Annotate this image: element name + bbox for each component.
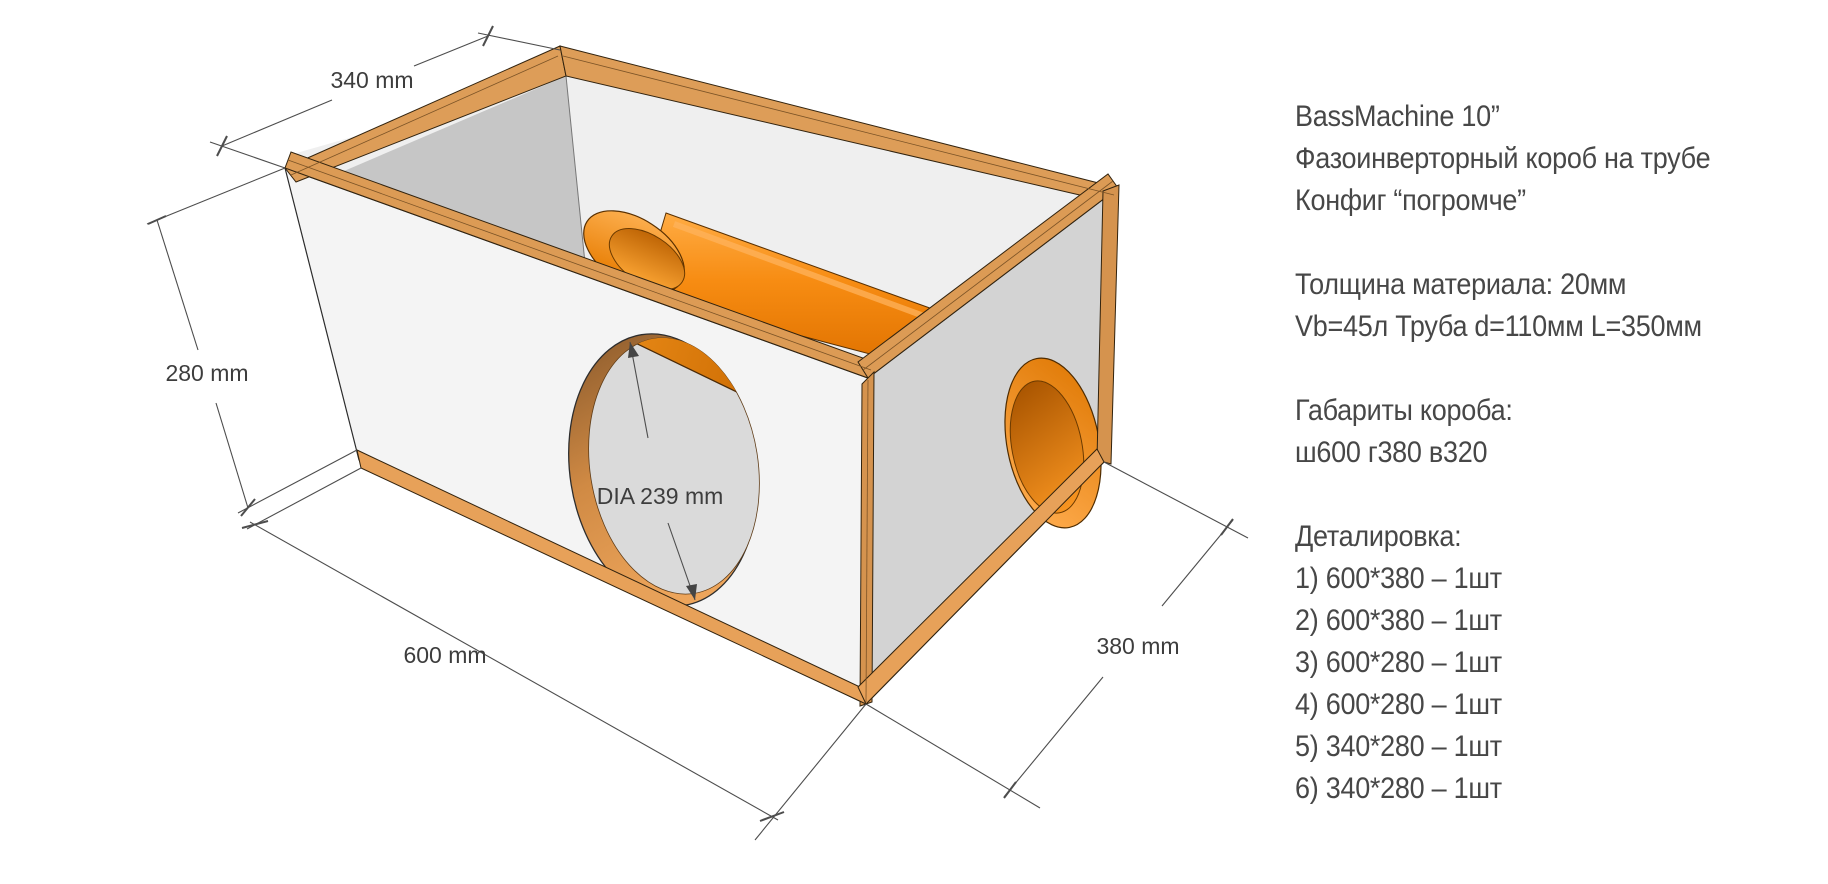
- port-tube-highlight: [672, 221, 942, 325]
- diameter-arrow-bottom: [686, 584, 697, 600]
- hole-diameter-label: DIA 239 mm: [597, 483, 724, 509]
- tick-380-b: [1220, 518, 1234, 536]
- product-title: BassMachine 10”: [1295, 100, 1500, 133]
- dim-label-280: 280 mm: [165, 360, 248, 386]
- ext-line-340-a: [477, 32, 561, 51]
- info-group-specs: Толщина материала: 20мм Vb=45л Труба d=1…: [1295, 264, 1710, 348]
- info-panel: BassMachine 10” Фазоинверторный короб на…: [1295, 96, 1711, 810]
- part-item: 2) 600*380 – 1шт: [1295, 604, 1502, 637]
- dim-label-340: 340 mm: [330, 67, 413, 93]
- info-group-overall: Габариты короба: ш600 г380 в320: [1295, 390, 1710, 474]
- diameter-label-bg: [606, 483, 716, 509]
- part-item: 3) 600*280 – 1шт: [1295, 646, 1502, 679]
- edge-strip-midlines: [287, 55, 1115, 703]
- part-item: 4) 600*280 – 1шт: [1295, 688, 1502, 721]
- ext-line-380-b: [1103, 461, 1249, 539]
- dim-line-340-a: [221, 99, 333, 147]
- part-item: 5) 340*280 – 1шт: [1295, 730, 1502, 763]
- info-group-parts: Деталировка: 1) 600*380 – 1шт 2) 600*380…: [1295, 516, 1710, 810]
- ext-line-600-a: [246, 467, 362, 530]
- ext-line-280-b: [237, 449, 358, 514]
- part-item: 6) 340*280 – 1шт: [1295, 772, 1502, 805]
- product-config: Конфиг “погромче”: [1295, 184, 1526, 217]
- volume-and-port: Vb=45л Труба d=110мм L=350мм: [1295, 310, 1702, 343]
- dim-label-600: 600 mm: [403, 642, 486, 668]
- dim-line-340-b: [413, 35, 489, 67]
- ext-line-600-b: [754, 703, 867, 841]
- tick-340-a: [216, 135, 228, 157]
- overall-dims-heading: Габариты короба:: [1295, 394, 1513, 427]
- dim-line-600: [249, 521, 779, 821]
- overall-dims-value: ш600 г380 в320: [1295, 436, 1488, 469]
- dimension-lines: [146, 25, 1249, 841]
- dim-label-380: 380 mm: [1096, 633, 1179, 659]
- ext-line-380-a: [865, 703, 1041, 809]
- part-item: 1) 600*380 – 1шт: [1295, 562, 1502, 595]
- tick-340-b: [482, 25, 494, 47]
- tick-600-b: [759, 811, 785, 822]
- material-thickness: Толщина материала: 20мм: [1295, 268, 1627, 301]
- tick-280-b: [240, 498, 256, 517]
- dim-line-280-a: [156, 219, 199, 351]
- edge-vertical-back-right: [1096, 184, 1120, 465]
- ext-line-280-a: [146, 167, 286, 225]
- dim-line-280-b: [215, 402, 249, 509]
- info-group-title: BassMachine 10” Фазоинверторный короб на…: [1295, 96, 1711, 222]
- parts-heading: Деталировка:: [1295, 520, 1462, 553]
- tick-380-a: [1003, 781, 1017, 799]
- tick-280-a: [147, 215, 167, 225]
- product-subtitle: Фазоинверторный короб на трубе: [1295, 142, 1711, 175]
- diameter-arrow-top: [628, 342, 639, 358]
- tick-600-a: [241, 520, 269, 529]
- dim-line-380-a: [1003, 676, 1104, 798]
